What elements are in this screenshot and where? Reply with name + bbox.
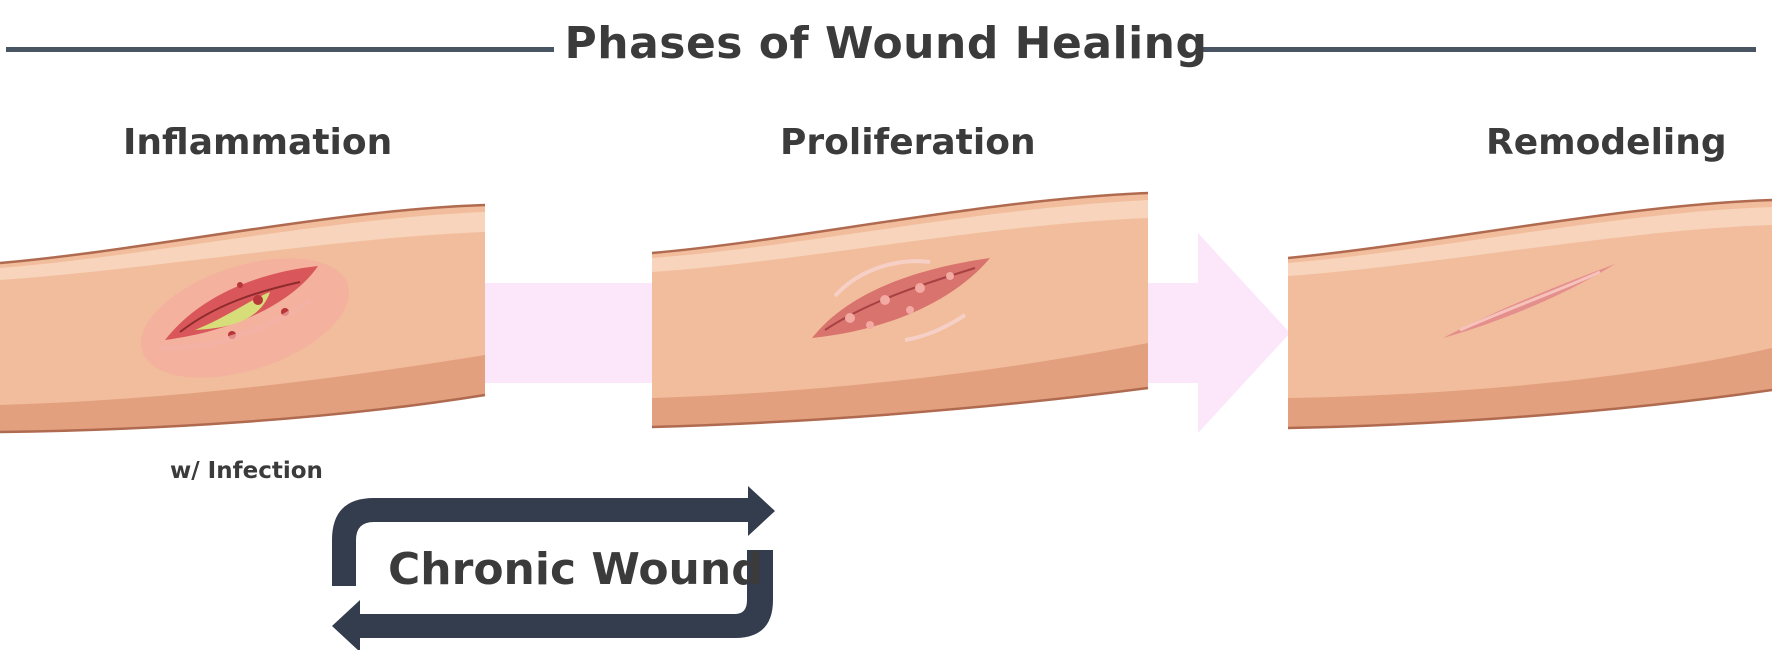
flow-arrowhead [1198,233,1290,433]
phase-label-proliferation: Proliferation [780,122,1036,163]
phase-label-remodeling: Remodeling [1486,122,1727,163]
limb-remodeling [1288,200,1772,428]
infection-note: w/ Infection [170,458,323,484]
chronic-wound-label: Chronic Wound [388,544,763,595]
flow-band-1 [470,283,670,383]
phase-label-inflammation: Inflammation [123,122,392,163]
